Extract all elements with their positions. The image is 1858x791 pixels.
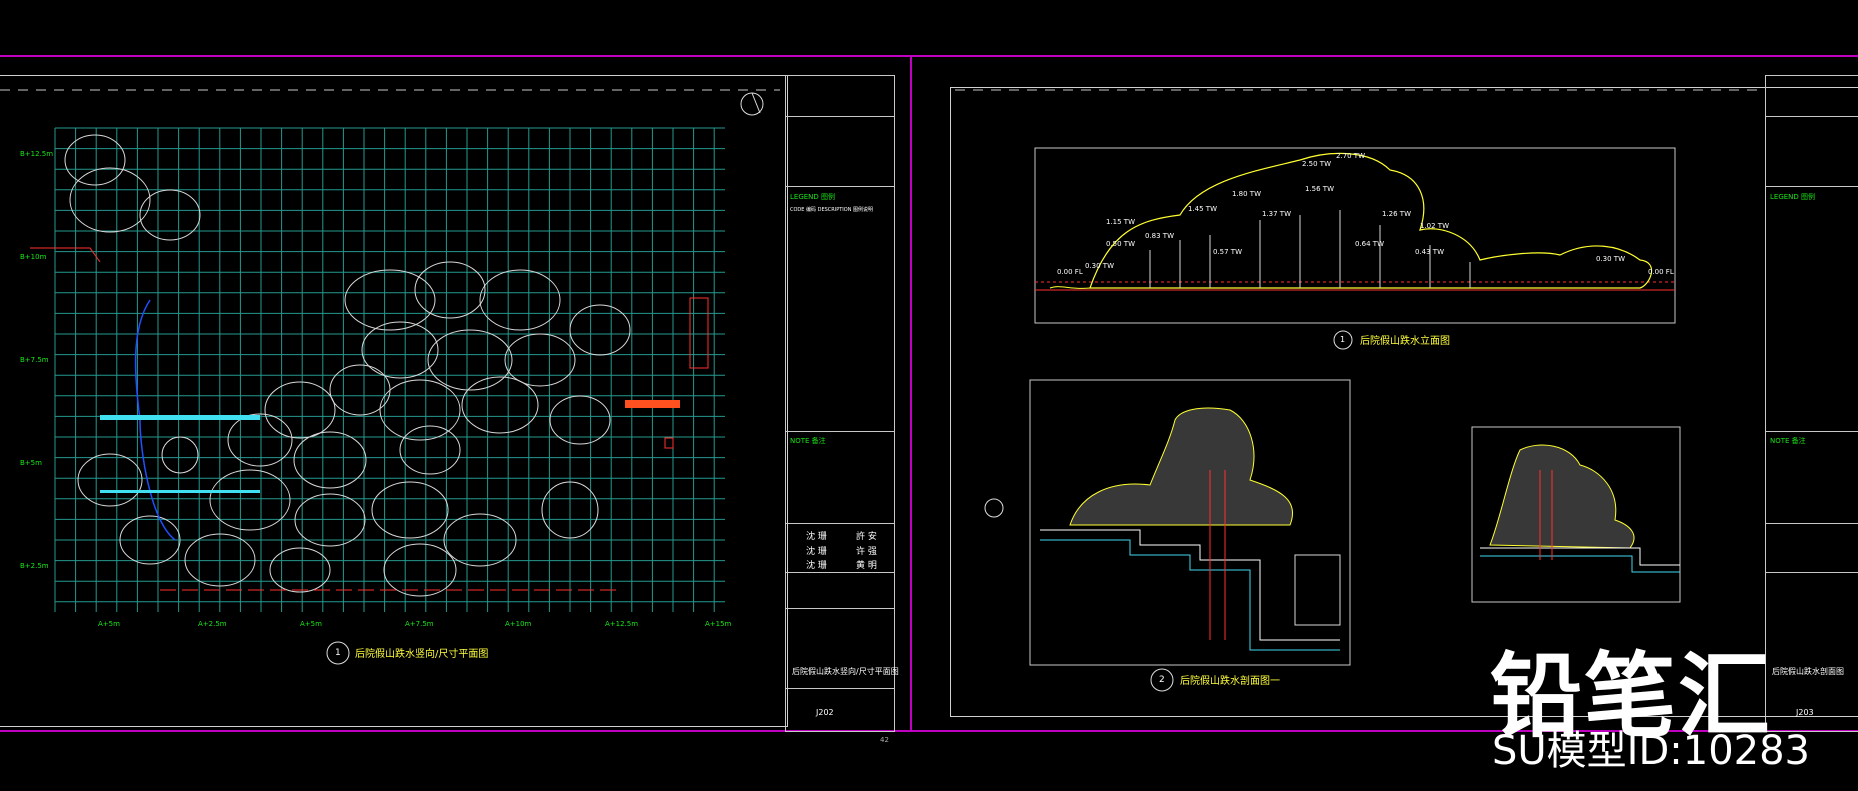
note-title-left: NOTE 备注: [790, 437, 826, 445]
left-title-block: LEGEND 图例 CODE 编码 DESCRIPTION 图例说明 NOTE …: [785, 75, 899, 732]
elev-label-13: 0.30 TW: [1085, 262, 1115, 270]
elev-label-6: 1.37 TW: [1262, 210, 1292, 218]
drawing-title-left: 后院假山跌水竖向/尺寸平面图: [355, 649, 489, 660]
title-block-title-right: 后院假山跌水剖面图: [1772, 667, 1844, 676]
left-sheet-frame: [0, 75, 788, 727]
grid-label-y-4: B+5m: [20, 459, 42, 467]
grid-label-y-2: B+10m: [20, 253, 47, 261]
elev-label-1: 2.70 TW: [1336, 152, 1366, 160]
elev-label-17: 0.30 TW: [1596, 255, 1626, 263]
elev-label-12: 0.57 TW: [1213, 248, 1243, 256]
elev-label-4: 1.56 TW: [1305, 185, 1335, 193]
grid-label-x-3: A+5m: [300, 620, 322, 628]
elev-label-3: 1.80 TW: [1232, 190, 1262, 198]
section-number: 2: [1159, 675, 1165, 685]
grid-label-x-1: A+5m: [98, 620, 120, 628]
elev-label-2: 2.50 TW: [1302, 160, 1332, 168]
grid-label-x-4: A+7.5m: [405, 620, 434, 628]
grid-label-y-1: B+12.5m: [20, 150, 54, 158]
signature-6: 黄 明: [856, 561, 877, 571]
watermark-brand: 铅笔汇: [1490, 643, 1773, 750]
sheet-number-left: J202: [816, 708, 834, 717]
elev-label-5: 1.45 TW: [1188, 205, 1218, 213]
legend-title-left: LEGEND 图例: [790, 193, 836, 201]
signature-5: 沈 珊: [806, 561, 827, 571]
section-title: 后院假山跌水剖面图一: [1180, 676, 1280, 687]
elev-label-14: 0.00 FL: [1057, 268, 1083, 276]
signature-1: 沈 珊: [806, 532, 827, 542]
elev-label-10: 0.50 TW: [1106, 240, 1136, 248]
legend-title-right: LEGEND 图例: [1770, 193, 1816, 201]
elevation-title: 后院假山跌水立面图: [1360, 336, 1450, 347]
right-title-block: LEGEND 图例 NOTE 备注 后院假山跌水剖面图 J203: [1765, 75, 1858, 732]
title-block-title-left: 后院假山跌水竖向/尺寸平面图: [792, 667, 899, 676]
page-number: 42: [880, 736, 889, 744]
elev-label-11: 0.83 TW: [1145, 232, 1175, 240]
sheet-number-right: J203: [1796, 708, 1814, 717]
right-sheet-frame: [950, 87, 1858, 717]
sheet-border-bottom: [0, 730, 1858, 732]
elev-label-7: 1.15 TW: [1106, 218, 1136, 226]
grid-label-y-3: B+7.5m: [20, 356, 49, 364]
note-title-right: NOTE 备注: [1770, 437, 1806, 445]
sheet-border-top-left: [0, 55, 1858, 57]
elev-label-16: 0.43 TW: [1415, 248, 1445, 256]
grid-label-x-7: A+15m: [705, 620, 732, 628]
elev-label-18: 0.00 FL: [1648, 268, 1674, 276]
signature-3: 沈 珊: [806, 547, 827, 557]
grid-label-y-5: B+2.5m: [20, 562, 49, 570]
elevation-number: 1: [1340, 335, 1346, 344]
legend-header-left: CODE 编码 DESCRIPTION 图例说明: [790, 207, 874, 213]
elev-label-8: 1.02 TW: [1420, 222, 1450, 230]
elev-label-9: 1.26 TW: [1382, 210, 1412, 218]
signature-2: 許 安: [856, 532, 877, 542]
signature-4: 许 强: [856, 547, 877, 557]
sheet-divider: [910, 55, 912, 732]
elev-label-15: 0.64 TW: [1355, 240, 1385, 248]
drawing-number-left: 1: [335, 648, 341, 658]
grid-label-x-5: A+10m: [505, 620, 532, 628]
watermark-model-id: SU模型ID:10283: [1492, 728, 1810, 774]
grid-label-x-6: A+12.5m: [605, 620, 639, 628]
grid-label-x-2: A+2.5m: [198, 620, 227, 628]
